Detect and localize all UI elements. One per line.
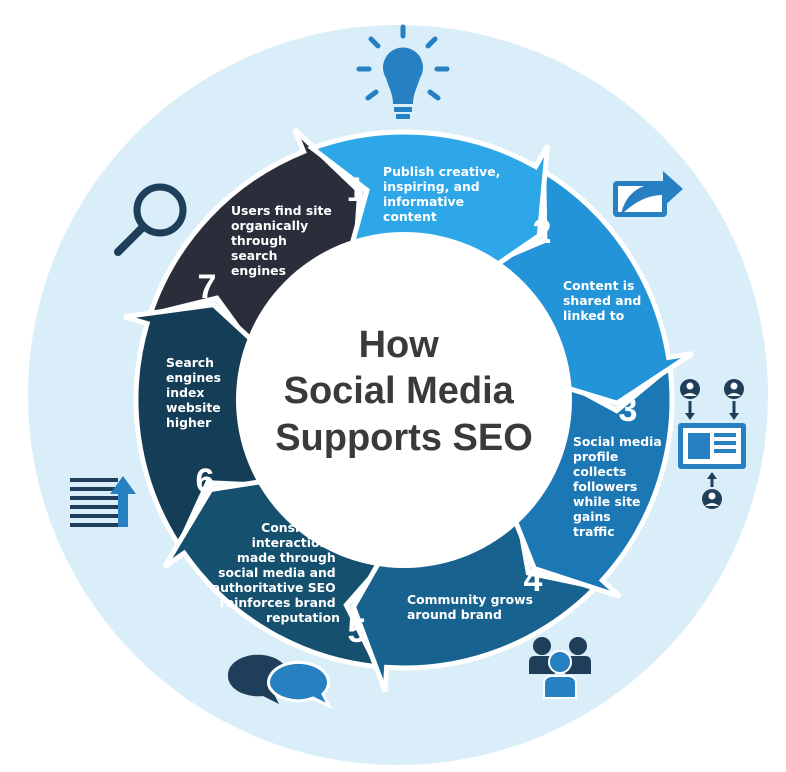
step-label-3: Social media profile collects followers … <box>573 434 666 539</box>
center-circle <box>236 232 572 568</box>
step-label-2: Content is shared and linked to <box>563 278 646 323</box>
step-number-1: 1 <box>347 171 366 209</box>
step-number-3: 3 <box>619 391 638 429</box>
step-label-5: Consistent interactions made through soc… <box>212 520 340 625</box>
step-number-5: 5 <box>348 612 367 650</box>
followers-network-icon <box>678 379 746 509</box>
chat-bubbles-icon <box>227 654 333 710</box>
step-label-6: Search engines index website higher <box>166 355 225 430</box>
cycle-arrows <box>123 127 694 693</box>
diagram-title: How Social Media Supports SEO <box>275 324 533 459</box>
ranking-up-icon <box>70 476 136 527</box>
step-number-6: 6 <box>196 462 215 500</box>
step-number-2: 2 <box>533 213 552 251</box>
step-label-4: Community grows around brand <box>407 592 537 622</box>
magnifier-icon <box>114 183 187 256</box>
step-number-7: 7 <box>198 268 217 306</box>
step-number-4: 4 <box>524 561 543 599</box>
lightbulb-icon <box>356 24 450 119</box>
community-icon <box>529 637 591 699</box>
share-icon <box>613 171 683 217</box>
step-label-7: Users find site organically through sear… <box>231 203 336 278</box>
step-label-1: Publish creative, inspiring, and informa… <box>383 164 505 224</box>
